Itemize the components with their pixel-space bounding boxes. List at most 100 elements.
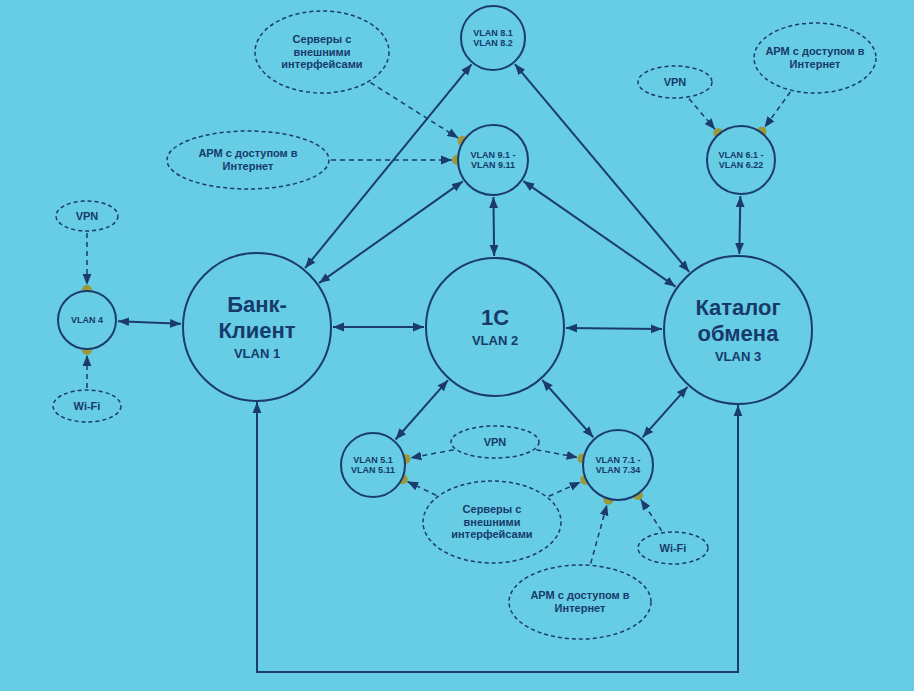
text-block: VLAN 9.1 - VLAN 9.11 (465, 150, 521, 171)
node-label: VPN (473, 436, 517, 449)
node-label: АРМ с доступом в Интернет (760, 45, 870, 70)
node-label: VLAN 4 (63, 315, 111, 325)
node-label: VPN (653, 76, 697, 89)
ellipse-border (167, 131, 329, 189)
text-block: Wi-Fi (63, 400, 111, 413)
circle-border (707, 126, 775, 194)
source-ellipse: АРМ с доступом в Интернет (166, 130, 330, 190)
node-label: VLAN 5.1 VLAN 5.11 (345, 455, 401, 476)
ellipse-border (509, 565, 651, 639)
access-arrow (410, 450, 453, 458)
source-ellipse: Серверы с внешними интерфейсами (254, 10, 390, 94)
node-label: АРМ с доступом в Интернет (525, 589, 635, 614)
link-arrow (319, 181, 463, 283)
text-block: АРМ с доступом в Интернет (760, 45, 870, 70)
node-label: 1С (440, 305, 550, 330)
node-label: Wi-Fi (63, 400, 111, 413)
node-label: VLAN 8.1 VLAN 8.2 (465, 28, 521, 49)
access-arrow (331, 159, 452, 161)
vlan-circle: Каталог обменаVLAN 3 (663, 255, 813, 405)
vlan-label: VLAN 2 (440, 334, 550, 349)
text-block: VLAN 7.1 - VLAN 7.34 (590, 455, 646, 476)
source-ellipse: Wi-Fi (637, 531, 709, 565)
link-arrow (118, 321, 181, 324)
text-block: VPN (473, 436, 517, 449)
vlan-circle: VLAN 9.1 - VLAN 9.11 (457, 124, 529, 196)
circle-border (583, 430, 653, 500)
text-block: VLAN 4 (63, 315, 111, 325)
text-block: VPN (653, 76, 697, 89)
circle-border (341, 433, 405, 497)
link-arrow (492, 197, 495, 256)
vlan-circle: VLAN 7.1 - VLAN 7.34 (582, 429, 654, 501)
text-block: VLAN 8.1 VLAN 8.2 (465, 28, 521, 49)
text-block: АРМ с доступом в Интернет (525, 589, 635, 614)
circle-border (458, 125, 528, 195)
vlan-circle: Банк-КлиентVLAN 1 (182, 252, 332, 402)
link-arrow (257, 402, 738, 672)
node-label: АРМ с доступом в Интернет (193, 147, 303, 172)
link-arrow (739, 196, 740, 254)
text-block: Каталог обменаVLAN 3 (683, 295, 793, 365)
access-arrow (407, 481, 436, 495)
text-block: VLAN 6.1 - VLAN 6.22 (713, 150, 769, 171)
circle-border (461, 6, 525, 70)
circle-border (664, 256, 812, 404)
access-arrow (370, 83, 458, 139)
link-arrow (333, 326, 424, 328)
access-arrow (549, 482, 581, 496)
text-block: 1С VLAN 2 (440, 305, 550, 349)
text-block: Wi-Fi (649, 542, 697, 555)
ellipse-border (638, 532, 708, 564)
circle-border (426, 258, 564, 396)
access-arrow (591, 505, 607, 564)
text-block: Банк-КлиентVLAN 1 (202, 292, 312, 362)
node-label: Каталог обмена (683, 295, 793, 346)
access-arrow (536, 450, 577, 458)
access-arrow (641, 499, 662, 531)
vlan-circle: VLAN 6.1 - VLAN 6.22 (706, 125, 776, 195)
node-label: Серверы с внешними интерфейсами (277, 33, 367, 71)
text-block: Серверы с внешними интерфейсами (447, 503, 537, 541)
source-ellipse: АРМ с доступом в Интернет (753, 22, 877, 94)
link-arrow (542, 380, 593, 437)
access-arrow (764, 92, 790, 128)
text-block: VLAN 5.1 VLAN 5.11 (345, 455, 401, 476)
node-label: Wi-Fi (649, 542, 697, 555)
source-ellipse: Wi-Fi (52, 389, 122, 423)
ellipse-border (53, 390, 121, 422)
vlan-circle: 1С VLAN 2 (425, 257, 565, 397)
source-ellipse: АРМ с доступом в Интернет (508, 564, 652, 640)
link-arrow (523, 181, 675, 287)
access-arrow (86, 233, 88, 285)
source-ellipse: Серверы с внешними интерфейсами (422, 480, 562, 564)
source-ellipse: VPN (450, 425, 540, 459)
vlan-circle: VLAN 4 (57, 290, 117, 350)
ellipse-border (56, 201, 118, 231)
source-ellipse: VPN (55, 200, 119, 232)
vlan-label: VLAN 3 (683, 350, 793, 365)
circle-border (183, 253, 331, 401)
ellipse-border (754, 23, 876, 93)
vlan-label: VLAN 1 (202, 347, 312, 362)
link-arrow (643, 387, 688, 438)
vlan-circle: VLAN 8.1 VLAN 8.2 (460, 5, 526, 71)
link-arrow (396, 380, 448, 439)
vlan-circle: VLAN 5.1 VLAN 5.11 (340, 432, 406, 498)
node-label: Банк-Клиент (202, 292, 312, 343)
text-block: Серверы с внешними интерфейсами (277, 33, 367, 71)
circle-border (58, 291, 116, 349)
source-ellipse: VPN (637, 65, 713, 99)
node-label: Серверы с внешними интерфейсами (447, 503, 537, 541)
link-arrow (566, 328, 662, 329)
node-label: VPN (65, 210, 109, 223)
node-label: VLAN 9.1 - VLAN 9.11 (465, 150, 521, 171)
node-label: VLAN 6.1 - VLAN 6.22 (713, 150, 769, 171)
node-label: VLAN 7.1 - VLAN 7.34 (590, 455, 646, 476)
ellipse-border (423, 481, 561, 563)
access-arrow (689, 99, 715, 130)
link-arrow (305, 64, 471, 268)
ellipse-border (638, 66, 712, 98)
text-block: VPN (65, 210, 109, 223)
